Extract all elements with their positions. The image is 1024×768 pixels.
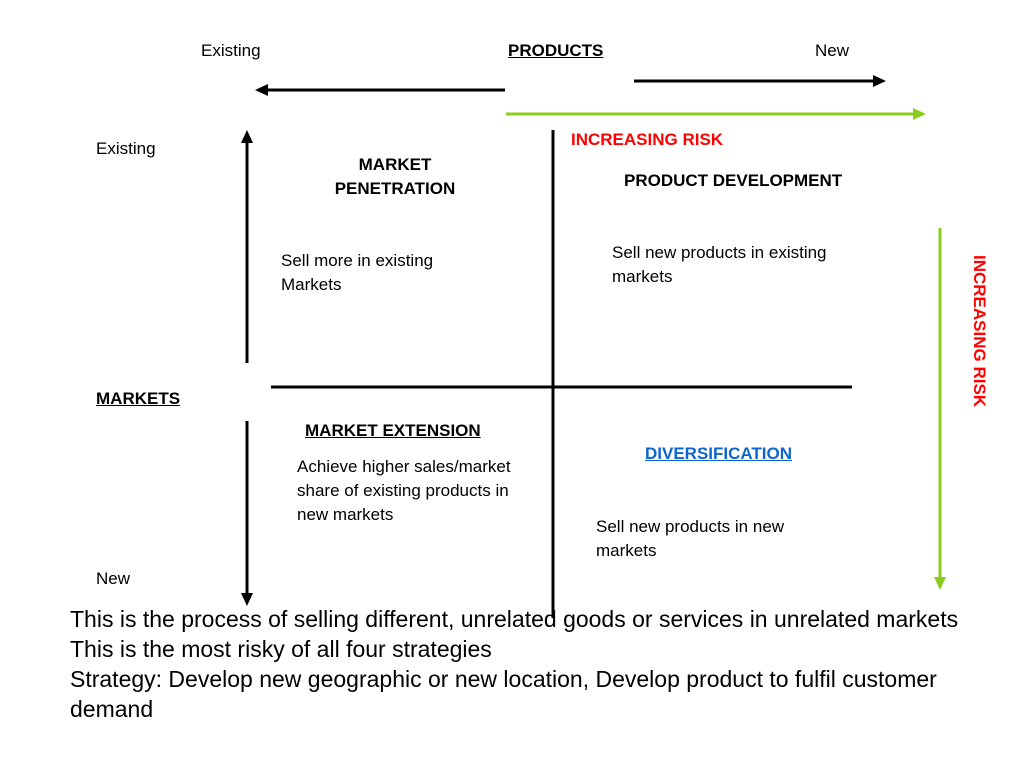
markets-title: MARKETS [96,389,181,408]
note-line: This is the most risky of all four strat… [70,636,492,662]
products-new-label: New [815,41,850,60]
markets-new-arrow [241,421,253,606]
market-penetration-desc: Sell more in existing Markets [281,251,434,294]
markets-existing-label: Existing [96,139,156,158]
risk-label-top: INCREASING RISK [571,130,724,149]
products-new-arrow [634,75,886,87]
product-development-desc: Sell new products in existing markets [612,243,827,286]
products-existing-label: Existing [201,41,261,60]
diversification-title: DIVERSIFICATION [645,444,793,463]
risk-arrow-horizontal [506,108,926,120]
risk-arrow-vertical [934,228,946,590]
market-extension-title: MARKET EXTENSION [305,421,481,440]
notes-block: This is the process of selling different… [70,604,990,724]
note-line: Strategy: Develop new geographic or new … [70,666,937,722]
note-line: This is the process of selling different… [70,606,959,632]
product-development-title: PRODUCT DEVELOPMENT [624,171,843,190]
products-title: PRODUCTS [508,41,604,60]
markets-new-label: New [96,569,131,588]
markets-existing-arrow [241,130,253,363]
market-extension-desc: Achieve higher sales/market share of exi… [297,457,511,524]
products-existing-arrow [255,84,505,96]
risk-label-side: INCREASING RISK [970,255,989,408]
diversification-desc: Sell new products in new markets [596,517,785,560]
market-penetration-title: MARKET PENETRATION [334,155,456,198]
